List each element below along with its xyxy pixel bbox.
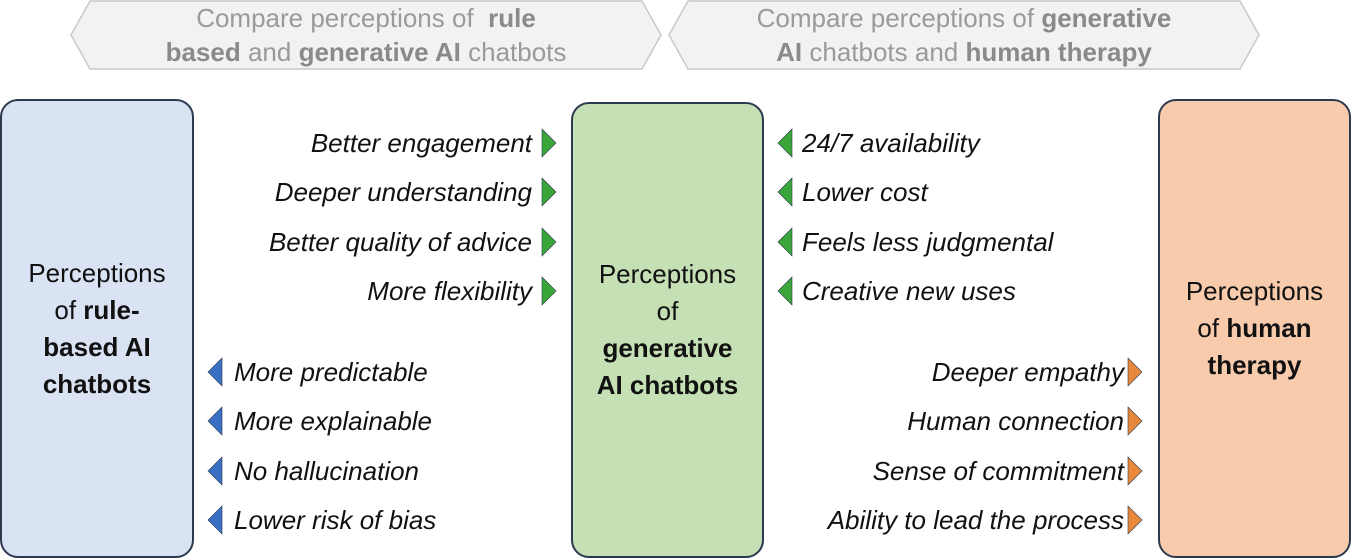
- arrow-left-icon: [777, 128, 793, 158]
- banner-line: Compare perceptions of rule: [196, 1, 536, 35]
- arrow-right-icon: [1127, 455, 1143, 486]
- box-label-line: of human: [1197, 310, 1311, 347]
- banner-bold-text: based: [165, 37, 241, 67]
- comparison-item: More explainable: [234, 406, 433, 437]
- box-label-line: generative: [602, 330, 732, 367]
- arrow-left-icon: [207, 357, 223, 387]
- box-bold-text: human: [1226, 313, 1312, 343]
- box-text: of: [54, 294, 84, 325]
- comparison-item: Deeper empathy: [931, 357, 1124, 387]
- comparison-item: Feels less judgmental: [802, 226, 1054, 257]
- comparison-item: Human connection: [907, 406, 1124, 437]
- banner-text: Compare perceptions of: [196, 3, 489, 33]
- comparison-item: No hallucination: [234, 455, 420, 486]
- box-label-line: of rule-: [54, 292, 139, 329]
- box-label-line: of: [657, 293, 679, 330]
- box-bold-text: chatbots: [42, 368, 152, 399]
- arrow-right-icon: [541, 276, 557, 306]
- comparison-item: Creative new uses: [802, 275, 1016, 306]
- box-label-line: Perceptions: [599, 256, 736, 293]
- arrow-right-icon: [1127, 357, 1143, 387]
- comparison-item: Lower risk of bias: [234, 504, 437, 535]
- box-label-line: AI chatbots: [597, 367, 739, 404]
- box-text: of: [656, 296, 679, 326]
- box-label-line: Perceptions: [1186, 273, 1323, 310]
- arrow-right-icon: [1127, 505, 1143, 535]
- arrow-left-icon: [777, 276, 793, 306]
- banner-text: chatbots: [460, 37, 567, 67]
- arrow-right-icon: [541, 226, 557, 257]
- arrow-right-icon: [541, 128, 557, 158]
- banner-bold-text: AI: [776, 37, 803, 67]
- box-bold-text: rule-: [83, 294, 140, 325]
- box-text: Perceptions: [1185, 276, 1324, 306]
- arrow-left-icon: [207, 455, 223, 486]
- banner-line: Compare perceptions of generative: [757, 1, 1172, 35]
- box-label-line: based AI: [43, 329, 150, 366]
- comparison-item: 24/7 availability: [802, 128, 980, 158]
- box-bold-text: therapy: [1207, 350, 1302, 380]
- comparison-item: Deeper understanding: [274, 177, 532, 208]
- banner-text: Compare perceptions of: [756, 3, 1042, 33]
- box-text: Perceptions: [598, 259, 737, 289]
- banner-bold-text: generative AI: [298, 37, 461, 67]
- arrow-right-icon: [1127, 406, 1143, 437]
- box-label-line: chatbots: [43, 366, 151, 403]
- box-text: Perceptions: [28, 257, 166, 288]
- banner-bold-text: rule: [488, 3, 536, 33]
- banner-text: and: [240, 37, 299, 67]
- comparison-item: Sense of commitment: [872, 455, 1124, 486]
- banner-line: AI chatbots and human therapy: [776, 35, 1152, 69]
- banner-bold-text: generative: [1041, 3, 1172, 33]
- banner-line: based and generative AI chatbots: [166, 35, 567, 69]
- arrow-left-icon: [207, 505, 223, 535]
- banner-text: chatbots and: [802, 37, 966, 67]
- comparison-item: Ability to lead the process: [827, 504, 1124, 535]
- banner-arrow-shape: [70, 0, 662, 70]
- arrow-left-icon: [777, 177, 793, 208]
- box-bold-text: based AI: [43, 331, 151, 362]
- comparison-item: Lower cost: [802, 177, 928, 208]
- box-bold-text: generative: [602, 333, 733, 363]
- comparison-item: Better engagement: [310, 128, 532, 158]
- arrow-left-icon: [777, 226, 793, 257]
- banner-arrow-shape: [668, 0, 1260, 70]
- box-text: of: [1197, 313, 1227, 343]
- comparison-item: Better quality of advice: [268, 226, 532, 257]
- box-bold-text: AI chatbots: [596, 370, 739, 400]
- comparison-item: More flexibility: [367, 275, 532, 306]
- arrow-left-icon: [207, 406, 223, 437]
- box-rule-based-chatbots: Perceptions of rule-based AI chatbots: [0, 99, 194, 558]
- box-label-line: Perceptions: [28, 255, 165, 292]
- banner-bold-text: human therapy: [965, 37, 1152, 67]
- comparison-item: More predictable: [234, 357, 428, 387]
- box-label-line: therapy: [1208, 347, 1302, 384]
- box-generative-chatbots: Perceptions of generative AI chatbots: [571, 102, 764, 558]
- arrow-right-icon: [541, 177, 557, 208]
